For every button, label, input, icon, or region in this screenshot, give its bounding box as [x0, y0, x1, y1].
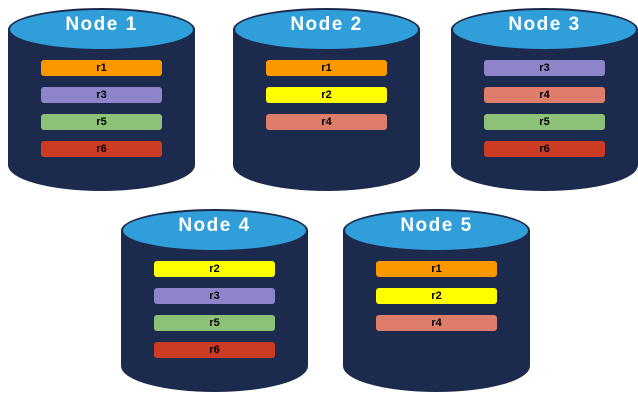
record-bar[interactable]: r1: [376, 261, 497, 277]
cylinder-body: [343, 230, 530, 392]
cylinder-body: [233, 29, 420, 191]
record-bar[interactable]: r4: [376, 315, 497, 331]
record-bar[interactable]: r5: [154, 315, 275, 331]
record-bar[interactable]: r4: [484, 87, 605, 103]
record-bar[interactable]: r5: [484, 114, 605, 130]
record-list: r1 r3 r5 r6: [41, 60, 162, 157]
record-list: r1 r2 r4: [266, 60, 387, 130]
record-bar[interactable]: r6: [41, 141, 162, 157]
record-list: r3 r4 r5 r6: [484, 60, 605, 157]
cylinder-top-disc: [451, 8, 638, 51]
record-bar[interactable]: r1: [41, 60, 162, 76]
record-bar[interactable]: r2: [154, 261, 275, 277]
record-list: r2 r3 r5 r6: [154, 261, 275, 358]
cylinder-body: [8, 29, 195, 191]
cylinder-top-disc: [8, 8, 195, 51]
record-list: r1 r2 r4: [376, 261, 497, 331]
record-bar[interactable]: r5: [41, 114, 162, 130]
record-bar[interactable]: r2: [266, 87, 387, 103]
record-bar[interactable]: r2: [376, 288, 497, 304]
cylinder-top-disc: [233, 8, 420, 51]
record-bar[interactable]: r3: [154, 288, 275, 304]
record-bar[interactable]: r6: [484, 141, 605, 157]
record-bar[interactable]: r1: [266, 60, 387, 76]
record-bar[interactable]: r3: [41, 87, 162, 103]
record-bar[interactable]: r4: [266, 114, 387, 130]
cylinder-top-disc: [121, 209, 308, 252]
record-bar[interactable]: r6: [154, 342, 275, 358]
record-bar[interactable]: r3: [484, 60, 605, 76]
cylinder-top-disc: [343, 209, 530, 252]
cylinder-body: [451, 29, 638, 191]
cylinder-body: [121, 230, 308, 392]
